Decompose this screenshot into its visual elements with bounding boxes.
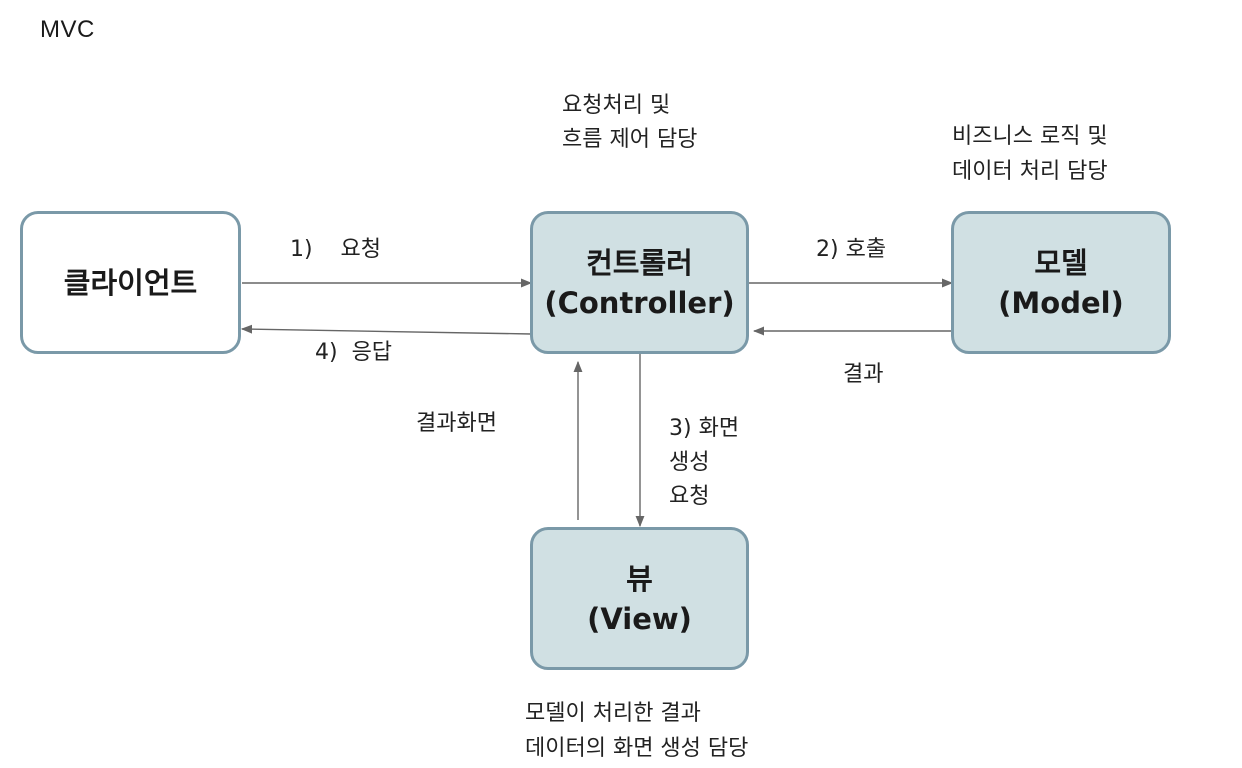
view-note-line1: 모델이 처리한 결과 bbox=[525, 701, 701, 726]
result-screen-label: 결과화면 bbox=[416, 411, 497, 436]
view-note-line2: 데이터의 화면 생성 담당 bbox=[525, 736, 749, 761]
view-box: 뷰 (View) bbox=[530, 527, 749, 670]
render-request-line1: 3) 화면 bbox=[669, 416, 740, 441]
view-sublabel: (View) bbox=[587, 601, 692, 636]
controller-box: 컨트롤러 (Controller) bbox=[530, 211, 749, 354]
model-sublabel: (Model) bbox=[998, 285, 1124, 320]
request-label: 1) 요청 bbox=[290, 237, 382, 262]
render-request-line3: 요청 bbox=[669, 484, 710, 509]
model-box: 모델 (Model) bbox=[951, 211, 1171, 354]
diagram-title: MVC bbox=[40, 16, 95, 43]
controller-note-line2: 흐름 제어 담당 bbox=[562, 127, 698, 152]
view-label: 뷰 bbox=[626, 561, 653, 596]
controller-sublabel: (Controller) bbox=[544, 285, 735, 320]
model-note-line1: 비즈니스 로직 및 bbox=[952, 124, 1108, 149]
controller-note-line1: 요청처리 및 bbox=[562, 93, 671, 118]
model-note-line2: 데이터 처리 담당 bbox=[952, 159, 1108, 184]
arrow-response bbox=[240, 324, 532, 335]
response-label: 4) 응답 bbox=[315, 340, 393, 365]
result-label: 결과 bbox=[843, 362, 884, 387]
model-label: 모델 bbox=[1034, 245, 1088, 280]
render-request-line2: 생성 bbox=[669, 450, 710, 475]
client-box: 클라이언트 bbox=[20, 211, 241, 354]
call-label: 2) 호출 bbox=[816, 237, 887, 262]
client-label: 클라이언트 bbox=[63, 265, 198, 300]
controller-label: 컨트롤러 bbox=[586, 245, 693, 280]
